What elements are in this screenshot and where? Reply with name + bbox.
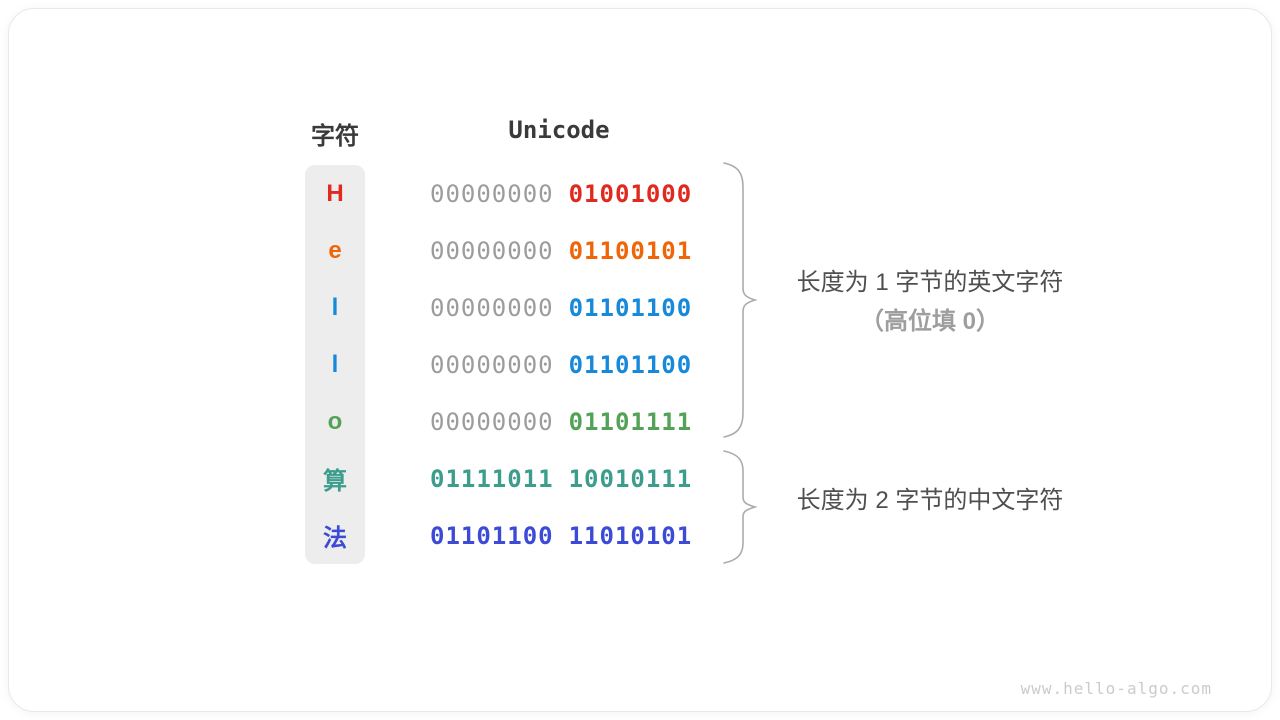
unicode-binary: 00000000 01101111 [430, 408, 692, 436]
unicode-binary: 00000000 01001000 [430, 180, 692, 208]
binary-high-byte: 00000000 [430, 293, 554, 322]
binary-low-byte: 10010111 [568, 464, 693, 493]
binary-low-byte: 01101100 [568, 293, 693, 322]
character-cell: 算 [323, 468, 347, 495]
unicode-binary: 00000000 01100101 [430, 237, 692, 265]
binary-low-byte: 01101100 [568, 350, 693, 379]
binary-high-byte: 01111011 [430, 464, 554, 493]
annotation-chinese-chars: 长度为 2 字节的中文字符 [760, 485, 1100, 516]
annotation-english-line2: （高位填 0） [859, 308, 1000, 335]
unicode-binary: 00000000 01101100 [430, 351, 692, 379]
unicode-binary: 01111011 10010111 [430, 465, 692, 493]
table-row: H 00000000 01001000 [305, 165, 725, 222]
binary-high-byte: 00000000 [430, 179, 554, 208]
binary-low-byte: 01001000 [568, 179, 693, 208]
table-row: l 00000000 01101100 [305, 279, 725, 336]
unicode-binary: 00000000 01101100 [430, 294, 692, 322]
character-cell: l [331, 293, 339, 321]
table-row: 法 01101100 11010101 [305, 507, 725, 564]
binary-high-byte: 00000000 [430, 236, 554, 265]
table-row: o 00000000 01101111 [305, 393, 725, 450]
table-row: e 00000000 01100101 [305, 222, 725, 279]
binary-high-byte: 00000000 [430, 350, 554, 379]
binary-high-byte: 01101100 [430, 521, 554, 550]
table-row: l 00000000 01101100 [305, 336, 725, 393]
brace-chinese-group-icon [723, 450, 758, 564]
column-header-unicode: Unicode [508, 116, 610, 144]
annotation-chinese-line1: 长度为 2 字节的中文字符 [796, 487, 1064, 514]
binary-low-byte: 01101111 [568, 407, 693, 436]
brace-english-group-icon [723, 162, 758, 438]
annotation-english-line1: 长度为 1 字节的英文字符 [796, 269, 1064, 296]
binary-low-byte: 11010101 [568, 521, 693, 550]
character-cell: 法 [323, 525, 347, 552]
binary-high-byte: 00000000 [430, 407, 554, 436]
character-column-background [305, 165, 365, 564]
table-row: 算 01111011 10010111 [305, 450, 725, 507]
watermark: www.hello-algo.com [1020, 679, 1212, 698]
character-cell: e [328, 236, 342, 264]
character-cell: H [326, 179, 344, 207]
unicode-binary: 01101100 11010101 [430, 522, 692, 550]
character-cell: l [331, 350, 339, 378]
binary-low-byte: 01100101 [568, 236, 693, 265]
annotation-english-chars: 长度为 1 字节的英文字符 （高位填 0） [760, 267, 1100, 337]
diagram-card [8, 8, 1272, 712]
character-cell: o [327, 407, 343, 435]
column-header-character: 字符 [311, 123, 359, 150]
